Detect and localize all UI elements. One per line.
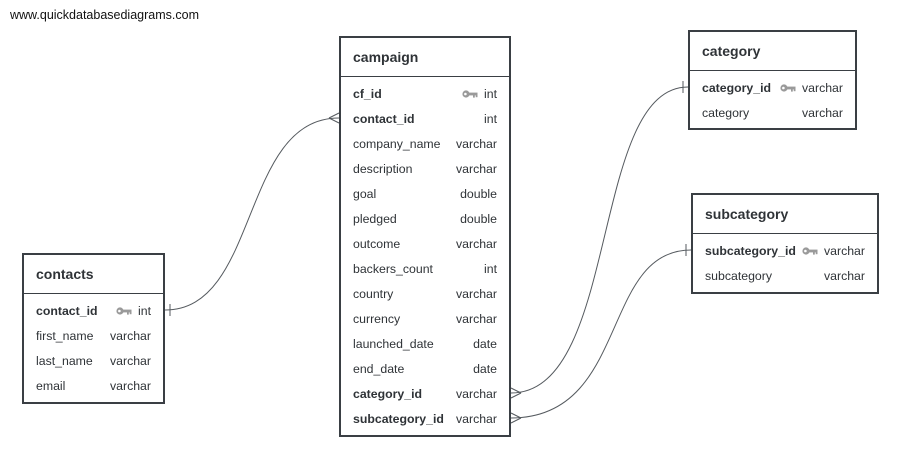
column-name: description <box>353 161 413 176</box>
column-name: subcategory_id <box>353 411 444 426</box>
column-row[interactable]: category varchar <box>690 100 855 125</box>
column-row[interactable]: first_name varchar <box>24 323 163 348</box>
column-type: double <box>460 186 497 201</box>
column-type: varchar <box>109 353 151 368</box>
relation-campaign-category[interactable] <box>510 81 689 399</box>
column-type: int <box>484 111 497 126</box>
column-type: int <box>484 86 497 101</box>
column-row[interactable]: description varchar <box>341 156 509 181</box>
table-title[interactable]: category <box>690 32 855 71</box>
column-type: varchar <box>823 268 865 283</box>
key-icon <box>462 89 478 98</box>
column-name: goal <box>353 186 377 201</box>
column-type: varchar <box>455 311 497 326</box>
column-type: varchar <box>109 328 151 343</box>
column-name: cf_id <box>353 86 382 101</box>
column-row[interactable]: launched_date date <box>341 331 509 356</box>
column-row[interactable]: last_name varchar <box>24 348 163 373</box>
column-type: varchar <box>801 105 843 120</box>
column-name: contact_id <box>353 111 415 126</box>
key-icon <box>802 246 818 255</box>
column-name: category_id <box>702 80 772 95</box>
site-url[interactable]: www.quickdatabasediagrams.com <box>10 8 199 22</box>
column-row[interactable]: currency varchar <box>341 306 509 331</box>
column-row[interactable]: cf_id int <box>341 81 509 106</box>
column-type: varchar <box>455 136 497 151</box>
key-icon <box>116 306 132 315</box>
relation-contacts-campaign[interactable] <box>164 112 340 316</box>
column-name: contact_id <box>36 303 98 318</box>
column-row[interactable]: category_id varchar <box>341 381 509 406</box>
column-row[interactable]: contact_id int <box>341 106 509 131</box>
column-name: email <box>36 378 66 393</box>
column-row[interactable]: subcategory_id varchar <box>341 406 509 431</box>
key-icon <box>780 83 796 92</box>
column-row[interactable]: company_name varchar <box>341 131 509 156</box>
column-name: end_date <box>353 361 405 376</box>
column-type: varchar <box>455 236 497 251</box>
column-row[interactable]: goal double <box>341 181 509 206</box>
column-row[interactable]: end_date date <box>341 356 509 381</box>
table-title[interactable]: campaign <box>341 38 509 77</box>
column-row[interactable]: contact_id int <box>24 298 163 323</box>
column-name: subcategory <box>705 268 772 283</box>
column-row[interactable]: outcome varchar <box>341 231 509 256</box>
column-name: pledged <box>353 211 397 226</box>
column-type: varchar <box>455 161 497 176</box>
column-row[interactable]: country varchar <box>341 281 509 306</box>
column-name: company_name <box>353 136 441 151</box>
column-name: first_name <box>36 328 94 343</box>
column-name: outcome <box>353 236 401 251</box>
column-type: varchar <box>455 386 497 401</box>
column-row[interactable]: pledged double <box>341 206 509 231</box>
column-row[interactable]: category_id varchar <box>690 75 855 100</box>
column-type: varchar <box>455 411 497 426</box>
column-type: int <box>138 303 151 318</box>
column-name: subcategory_id <box>705 243 796 258</box>
column-name: launched_date <box>353 336 434 351</box>
column-name: last_name <box>36 353 93 368</box>
column-type: varchar <box>455 286 497 301</box>
column-name: country <box>353 286 394 301</box>
column-type: varchar <box>801 80 843 95</box>
column-type: date <box>473 336 497 351</box>
column-type: date <box>473 361 497 376</box>
column-row[interactable]: email varchar <box>24 373 163 398</box>
table-title[interactable]: subcategory <box>693 195 877 234</box>
column-type: int <box>484 261 497 276</box>
column-row[interactable]: backers_count int <box>341 256 509 281</box>
column-type: varchar <box>109 378 151 393</box>
column-type: double <box>460 211 497 226</box>
relation-campaign-subcategory[interactable] <box>510 244 692 424</box>
column-row[interactable]: subcategory varchar <box>693 263 877 288</box>
table-title[interactable]: contacts <box>24 255 163 294</box>
column-type: varchar <box>823 243 865 258</box>
column-row[interactable]: subcategory_id varchar <box>693 238 877 263</box>
column-name: category_id <box>353 386 423 401</box>
column-name: backers_count <box>353 261 433 276</box>
column-name: currency <box>353 311 401 326</box>
column-name: category <box>702 105 750 120</box>
